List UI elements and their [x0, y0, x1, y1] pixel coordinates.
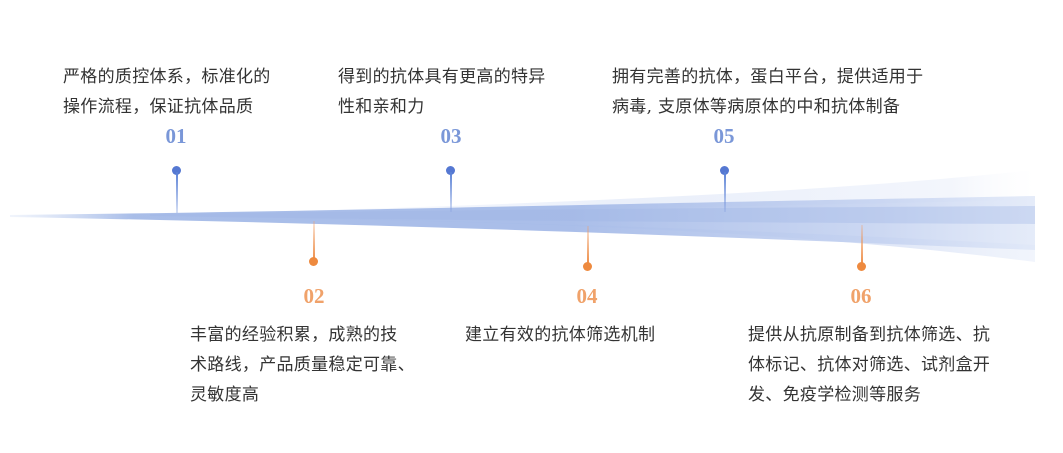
milestone-06-description: 提供从抗原制备到抗体筛选、抗 体标记、抗体对筛选、试剂盒开 发、免疫学检测等服务	[748, 320, 990, 410]
milestone-02-dot-icon	[309, 257, 318, 266]
description-line: 拥有完善的抗体，蛋白平台，提供适用于	[612, 67, 924, 87]
description-line: 性和亲和力	[338, 97, 425, 117]
description-line: 灵敏度高	[190, 385, 260, 405]
milestone-01-number: 01	[165, 124, 187, 148]
milestone-03-number: 03	[440, 124, 462, 148]
milestone-03-connector	[450, 172, 452, 212]
description-line: 提供从抗原制备到抗体筛选、抗	[748, 325, 991, 345]
description-line: 严格的质控体系，标准化的	[63, 67, 271, 87]
milestone-01-connector	[176, 172, 178, 213]
milestone-05-number: 05	[713, 124, 735, 148]
milestone-06-connector	[861, 225, 863, 265]
milestone-05-dot-icon	[720, 166, 729, 175]
milestone-02-number: 02	[303, 284, 325, 308]
milestone-06-number: 06	[850, 284, 872, 308]
description-line: 丰富的经验积累，成熟的技	[190, 325, 398, 345]
milestone-02-description: 丰富的经验积累，成熟的技 术路线，产品质量稳定可靠、 灵敏度高	[190, 320, 415, 410]
milestone-04-connector	[587, 226, 589, 264]
milestone-03-dot-icon	[446, 166, 455, 175]
milestone-05-connector	[724, 172, 726, 212]
description-line: 病毒, 支原体等病原体的中和抗体制备	[612, 97, 901, 117]
milestone-05-description: 拥有完善的抗体，蛋白平台，提供适用于 病毒, 支原体等病原体的中和抗体制备	[612, 62, 923, 122]
milestone-04-dot-icon	[583, 262, 592, 271]
milestone-01-dot-icon	[172, 166, 181, 175]
description-line: 发、免疫学检测等服务	[748, 385, 921, 405]
milestone-04-description: 建立有效的抗体筛选机制	[465, 320, 655, 350]
description-line: 操作流程，保证抗体品质	[63, 97, 254, 117]
description-line: 体标记、抗体对筛选、试剂盒开	[748, 355, 991, 375]
milestone-04-number: 04	[576, 284, 598, 308]
description-line: 建立有效的抗体筛选机制	[465, 325, 656, 345]
milestone-06-dot-icon	[857, 262, 866, 271]
description-line: 术路线，产品质量稳定可靠、	[190, 355, 415, 375]
description-line: 得到的抗体具有更高的特异	[338, 67, 546, 87]
milestone-03-description: 得到的抗体具有更高的特异 性和亲和力	[338, 62, 546, 122]
milestone-02-connector	[313, 221, 315, 261]
milestone-01-description: 严格的质控体系，标准化的 操作流程，保证抗体品质	[63, 62, 271, 122]
